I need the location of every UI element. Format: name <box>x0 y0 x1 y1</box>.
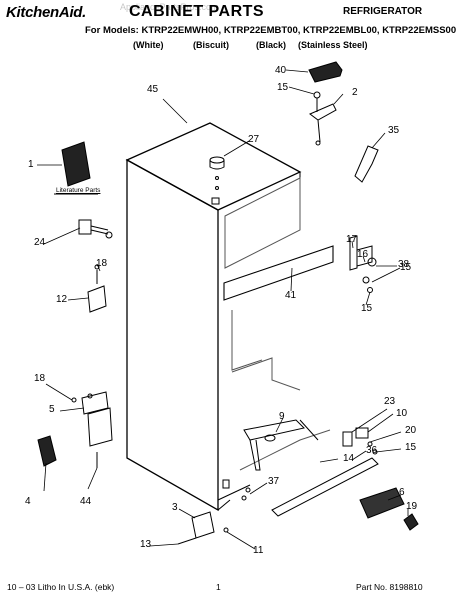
footer-page: 1 <box>216 582 221 592</box>
part-1-literature <box>62 142 90 186</box>
callout-35: 35 <box>388 125 400 136</box>
part-17-bracket <box>350 236 376 293</box>
part-40-hinge-cover <box>309 62 342 82</box>
part-24-bracket <box>79 220 112 238</box>
color-stainless: (Stainless Steel) <box>298 40 368 50</box>
part-4-cover <box>38 436 56 466</box>
exploded-parts-diagram <box>0 0 435 600</box>
part-19 <box>404 514 418 530</box>
model-list: For Models: KTRP22EMWH00, KTRP22EMBT00, … <box>85 25 456 36</box>
callout-10: 10 <box>396 408 408 419</box>
callout-41: 41 <box>285 290 297 301</box>
part-44-handle <box>88 408 112 446</box>
callout-17: 17 <box>346 234 358 245</box>
callout-44: 44 <box>80 496 92 507</box>
callout-6: 6 <box>399 487 405 498</box>
part-12-hinge <box>88 265 106 312</box>
callout-23: 23 <box>384 396 396 407</box>
callout-11: 11 <box>253 545 264 556</box>
callout-9: 9 <box>279 411 285 422</box>
callout-20: 20 <box>405 425 417 436</box>
callout-24: 24 <box>34 237 46 248</box>
callout-16: 16 <box>357 249 369 260</box>
callout-18-upper: 18 <box>96 258 108 269</box>
callout-19: 19 <box>406 501 418 512</box>
color-black: (Black) <box>256 40 287 50</box>
part-27-plug <box>210 157 224 190</box>
callout-40: 40 <box>275 65 287 76</box>
callout-12: 12 <box>56 294 68 305</box>
callout-15-low: 15 <box>405 442 417 453</box>
callout-4: 4 <box>25 496 31 507</box>
callout-15-right: 15 <box>400 262 412 273</box>
section-label: REFRIGERATOR <box>343 6 423 17</box>
watermark: AppliancePartsPros.com <box>120 2 219 12</box>
brand-logo: KitchenAid. <box>6 4 87 21</box>
callout-15-mid: 15 <box>361 303 373 314</box>
footer-litho: 10 – 03 Litho In U.S.A. (ebk) <box>7 582 115 592</box>
part-2-top-hinge <box>310 92 336 145</box>
part-35 <box>355 146 378 182</box>
footer-part-no: Part No. 8198810 <box>356 582 423 592</box>
part-3-hinge <box>178 512 228 544</box>
part-5-hinge <box>72 392 108 414</box>
color-white: (White) <box>133 40 164 50</box>
callout-15-top: 15 <box>277 82 289 93</box>
cabinet-body <box>127 123 333 510</box>
callout-18-lower: 18 <box>34 373 46 384</box>
callout-27: 27 <box>248 134 260 145</box>
literature-label: Literature Parts <box>56 187 101 194</box>
callout-45: 45 <box>147 84 159 95</box>
callout-13: 13 <box>140 539 152 550</box>
callout-3: 3 <box>172 502 178 513</box>
part-6-cylinder <box>360 488 404 518</box>
color-biscuit: (Biscuit) <box>193 40 229 50</box>
callout-1: 1 <box>28 159 34 170</box>
callout-2: 2 <box>352 87 358 98</box>
part-9-rail <box>244 420 318 470</box>
page-title: CABINET PARTS <box>129 3 265 20</box>
callout-5: 5 <box>49 404 55 415</box>
callout-14: 14 <box>343 453 355 464</box>
callout-36: 36 <box>366 445 378 456</box>
part-37 <box>242 488 250 500</box>
callout-38: 38 <box>398 259 410 270</box>
callout-37: 37 <box>268 476 280 487</box>
part-36-rail <box>272 458 378 516</box>
